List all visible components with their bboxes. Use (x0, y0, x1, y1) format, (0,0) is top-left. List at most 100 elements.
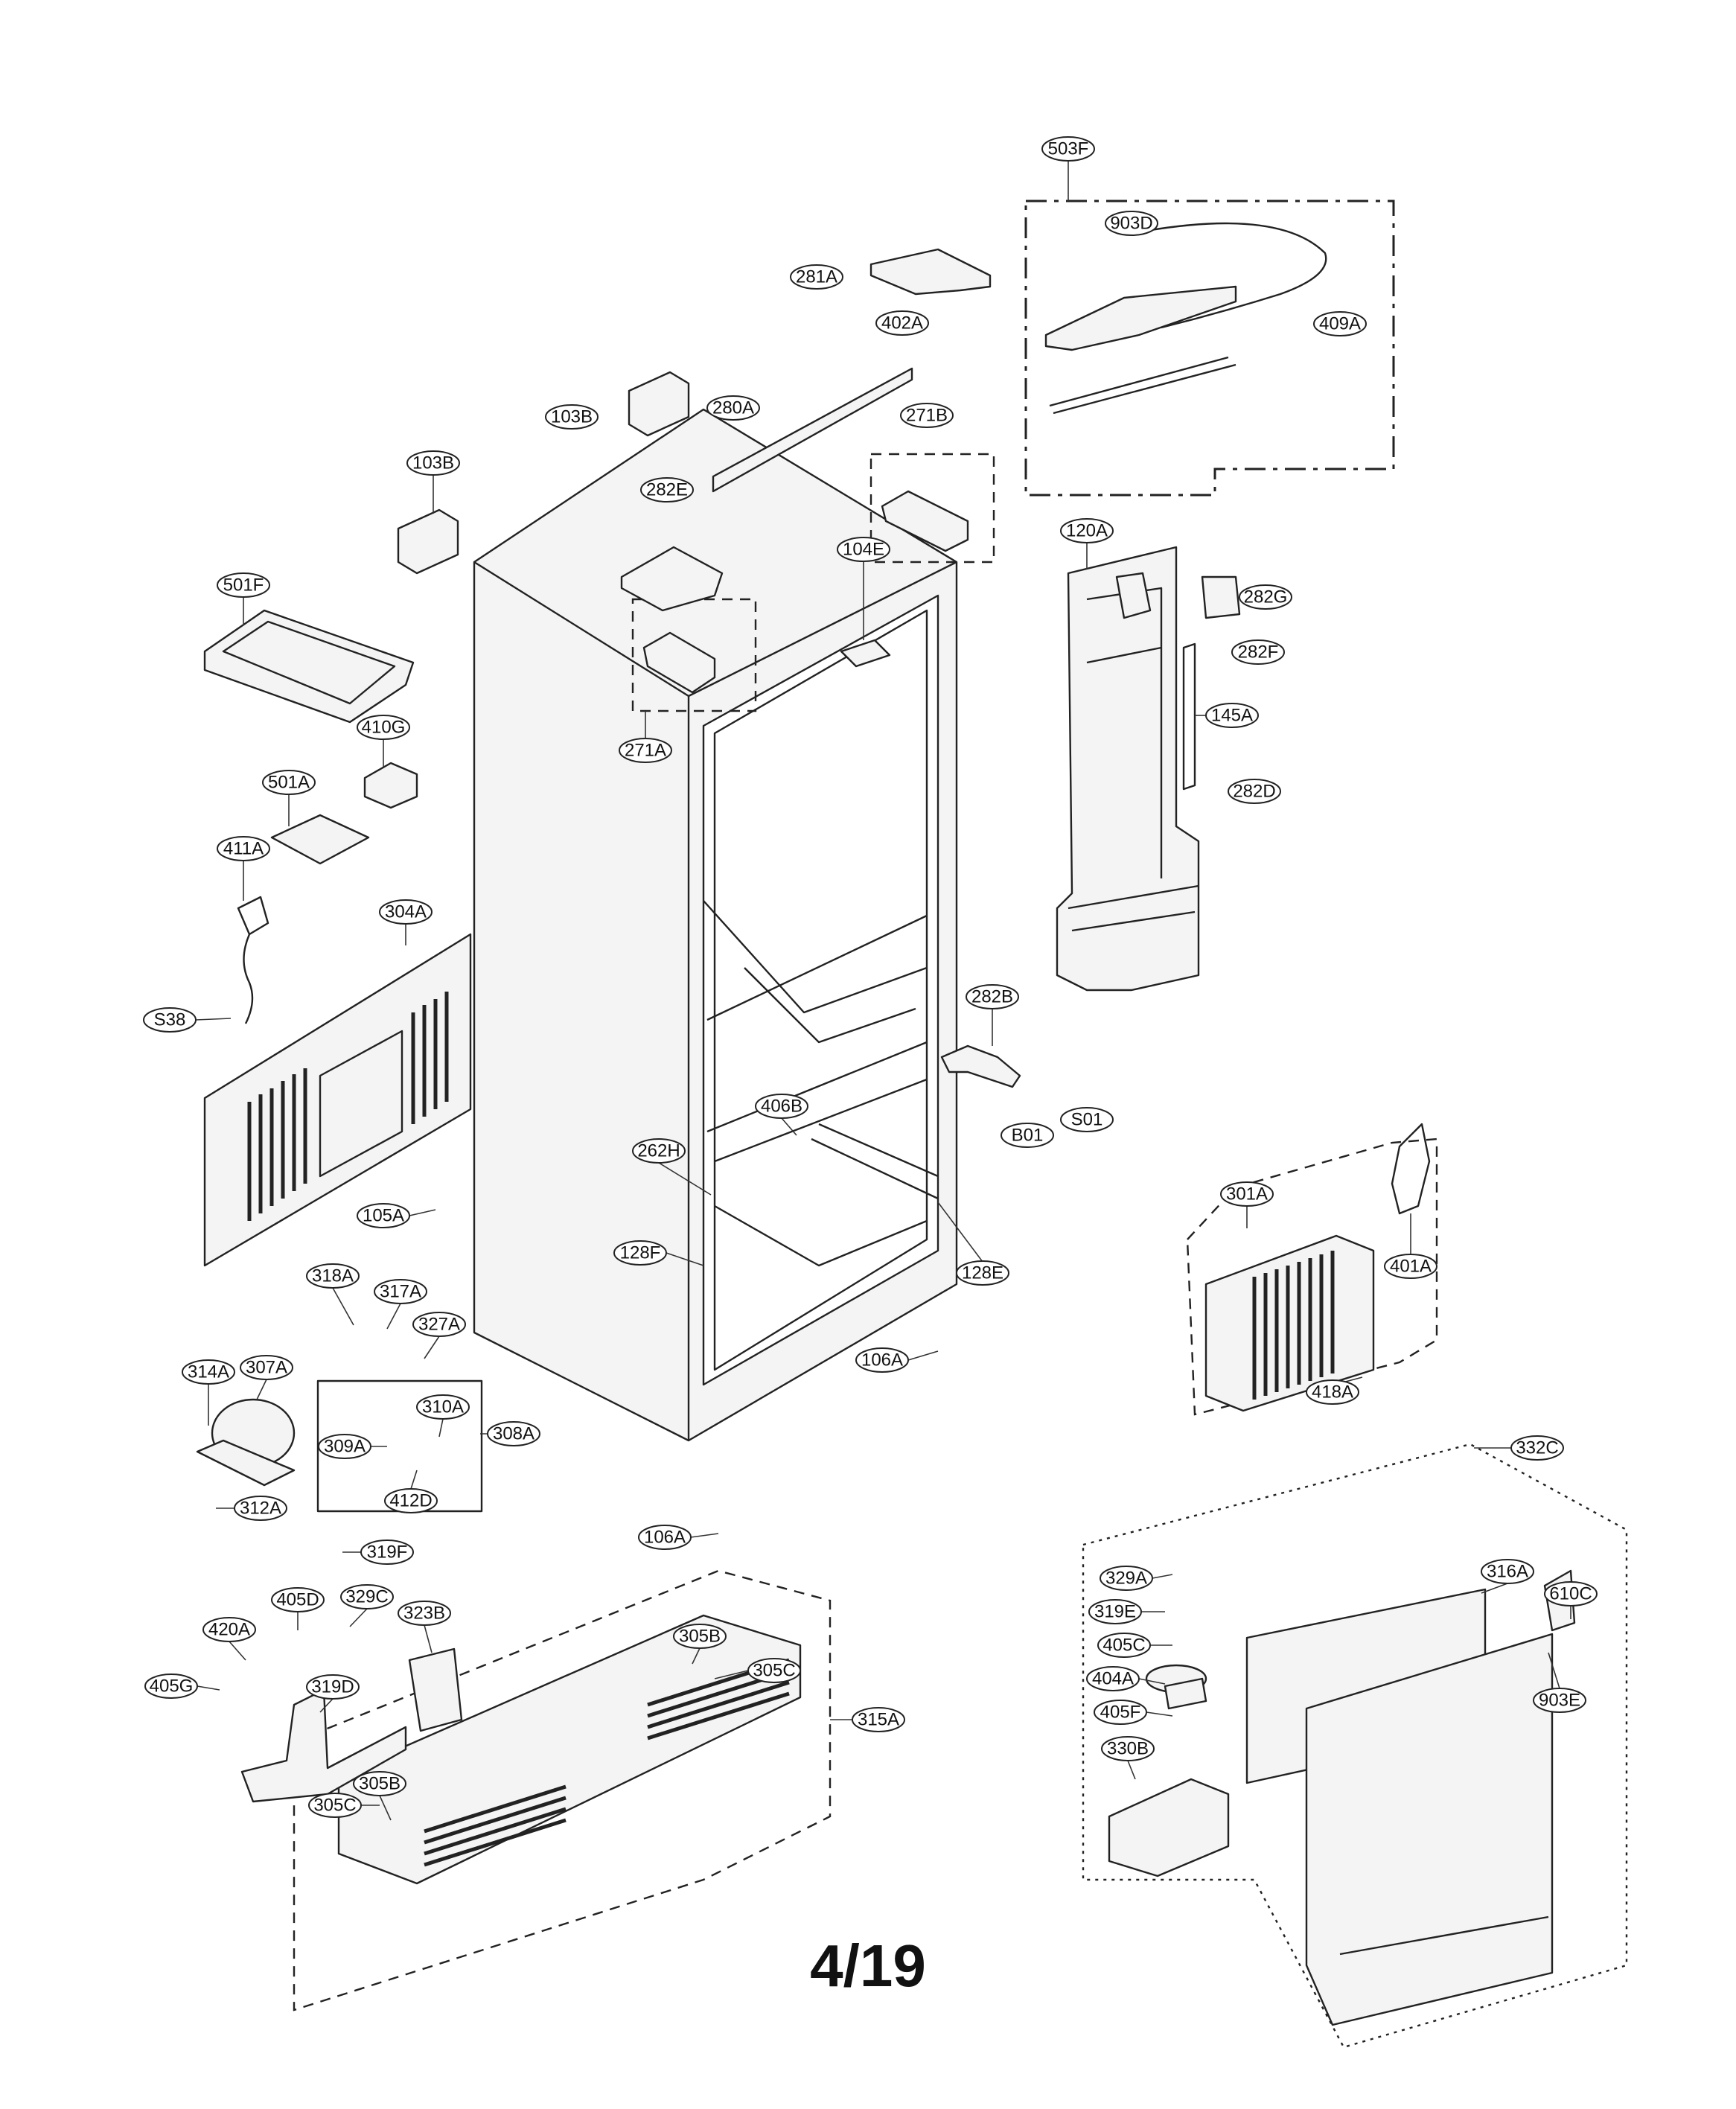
svg-text:316A: 316A (1487, 1562, 1528, 1582)
svg-text:106A: 106A (644, 1528, 686, 1548)
svg-text:282B: 282B (971, 987, 1013, 1007)
svg-text:305C: 305C (313, 1796, 356, 1816)
callout-262h: 262H (632, 1138, 712, 1196)
callout-323b: 323B (398, 1601, 451, 1653)
callout-409a: 409A (1313, 311, 1367, 336)
callout-305c-lower: 305C (308, 1793, 380, 1818)
sensor-145a (1182, 642, 1196, 791)
callout-330b: 330B (1101, 1736, 1155, 1780)
fan-module-box-332c (1082, 1443, 1628, 2049)
base-outline-315a (293, 1569, 832, 2011)
assembly-box-503f (1024, 200, 1395, 497)
relay-410g (363, 762, 418, 809)
svg-text:106A: 106A (861, 1350, 903, 1371)
tray-assembly-503f (1044, 222, 1327, 415)
callout-327a: 327A (412, 1312, 466, 1359)
callout-418a: 418A (1306, 1376, 1363, 1405)
callout-128f: 128F (613, 1240, 704, 1266)
heater-401a (1391, 1123, 1431, 1215)
callout-103b-lower: 103B (406, 450, 460, 514)
svg-text:271A: 271A (625, 741, 666, 761)
callout-329c: 329C (340, 1584, 394, 1627)
callout-319e: 319E (1088, 1599, 1165, 1624)
power-cord-411a (237, 896, 269, 1024)
svg-text:280A: 280A (712, 398, 754, 418)
page-number: 4/19 (810, 1933, 926, 1999)
callout-282g: 282G (1239, 584, 1292, 610)
svg-text:329C: 329C (345, 1587, 388, 1607)
svg-text:405C: 405C (1102, 1636, 1145, 1656)
svg-text:405G: 405G (150, 1676, 194, 1697)
cabinet (473, 408, 958, 1442)
callout-b01: B01 (1001, 1123, 1054, 1148)
svg-text:314A: 314A (188, 1362, 229, 1382)
callout-332c: 332C (1474, 1435, 1564, 1461)
callout-316a: 316A (1481, 1559, 1534, 1594)
callout-319f: 319F (342, 1540, 414, 1565)
cover-cap-upper (628, 371, 690, 437)
lower-hinge-282b (940, 1044, 1021, 1088)
callout-404a: 404A (1086, 1666, 1166, 1691)
callout-501f: 501F (217, 572, 270, 625)
svg-text:402A: 402A (881, 313, 923, 334)
callout-412d: 412D (384, 1470, 438, 1513)
svg-text:405D: 405D (276, 1590, 319, 1610)
callout-304a: 304A (379, 899, 433, 945)
callout-610c: 610C (1544, 1581, 1598, 1619)
callout-411a: 411A (217, 836, 270, 901)
callout-315a: 315A (830, 1707, 905, 1732)
svg-text:304A: 304A (385, 902, 427, 922)
callout-310a: 310A (416, 1394, 470, 1438)
svg-text:420A: 420A (208, 1620, 250, 1640)
callout-405d: 405D (271, 1587, 325, 1630)
fan-module-332c (1108, 1569, 1576, 2026)
svg-text:323B: 323B (403, 1604, 445, 1624)
callout-282d: 282D (1228, 779, 1281, 804)
svg-text:145A: 145A (1211, 706, 1253, 726)
svg-text:S38: S38 (154, 1010, 186, 1030)
svg-text:309A: 309A (324, 1437, 366, 1457)
svg-text:610C: 610C (1549, 1584, 1592, 1604)
callout-282f: 282F (1231, 639, 1285, 665)
callout-105a: 105A (357, 1203, 436, 1228)
svg-text:310A: 310A (422, 1397, 464, 1417)
callout-281a: 281A (790, 264, 843, 290)
svg-text:406B: 406B (761, 1097, 802, 1117)
back-panel-304a (203, 933, 472, 1267)
svg-text:318A: 318A (312, 1266, 354, 1286)
hinge-271b (881, 490, 969, 552)
svg-text:305B: 305B (679, 1627, 721, 1647)
compressor-307a (196, 1398, 296, 1487)
cover-tray-501f (203, 609, 415, 724)
svg-text:128E: 128E (962, 1263, 1003, 1283)
callout-903d: 903D (1105, 211, 1158, 236)
hinge-271a (642, 631, 716, 694)
svg-text:317A: 317A (380, 1282, 421, 1302)
callout-307a: 307A (240, 1355, 293, 1400)
svg-text:308A: 308A (493, 1424, 534, 1444)
svg-text:405F: 405F (1100, 1703, 1141, 1723)
svg-text:S01: S01 (1071, 1110, 1103, 1130)
callout-106a-lower: 106A (638, 1525, 719, 1550)
svg-text:503F: 503F (1048, 139, 1089, 159)
callout-405f: 405F (1094, 1700, 1173, 1725)
callout-319d: 319D (306, 1674, 360, 1713)
callout-s01: S01 (1060, 1107, 1114, 1132)
svg-text:307A: 307A (246, 1358, 287, 1378)
bracket-104e (840, 639, 891, 668)
svg-text:332C: 332C (1516, 1438, 1558, 1458)
gasket-282g (1201, 575, 1241, 619)
callout-318a: 318A (306, 1263, 360, 1326)
callout-271a: 271A (619, 711, 672, 763)
svg-text:501F: 501F (223, 575, 264, 596)
pcb-501a (270, 814, 370, 865)
svg-text:105A: 105A (363, 1206, 404, 1226)
svg-text:501A: 501A (268, 773, 310, 793)
svg-text:330B: 330B (1107, 1739, 1149, 1759)
callout-317a: 317A (374, 1279, 427, 1330)
callout-420a: 420A (202, 1617, 256, 1661)
svg-text:262H: 262H (637, 1141, 680, 1161)
svg-text:315A: 315A (858, 1710, 899, 1730)
base-plate-315a (337, 1614, 802, 1885)
